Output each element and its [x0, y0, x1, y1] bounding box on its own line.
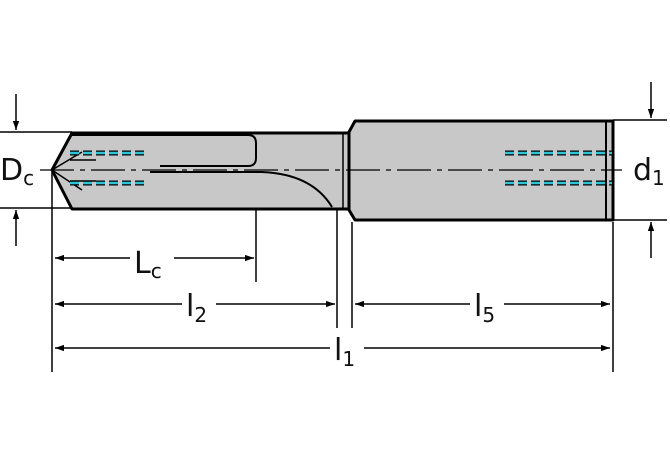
lc-label-bg [130, 242, 174, 276]
l5-label-bg [470, 288, 504, 324]
drill-point-lines [51, 151, 96, 191]
l1-label: l1 [334, 333, 355, 371]
flute-upper [72, 134, 257, 167]
l5-label: l5 [474, 289, 495, 327]
l1-label-bg [330, 332, 364, 368]
lc-label: Lc [134, 246, 162, 283]
d1-label: d1 [633, 153, 665, 190]
extension-lines [0, 119, 667, 372]
coolant-channels [70, 150, 612, 186]
l2-label-bg [182, 288, 216, 324]
l2-label: l2 [186, 289, 207, 327]
dc-label: Dc [0, 153, 34, 190]
flute-runout [150, 171, 333, 208]
